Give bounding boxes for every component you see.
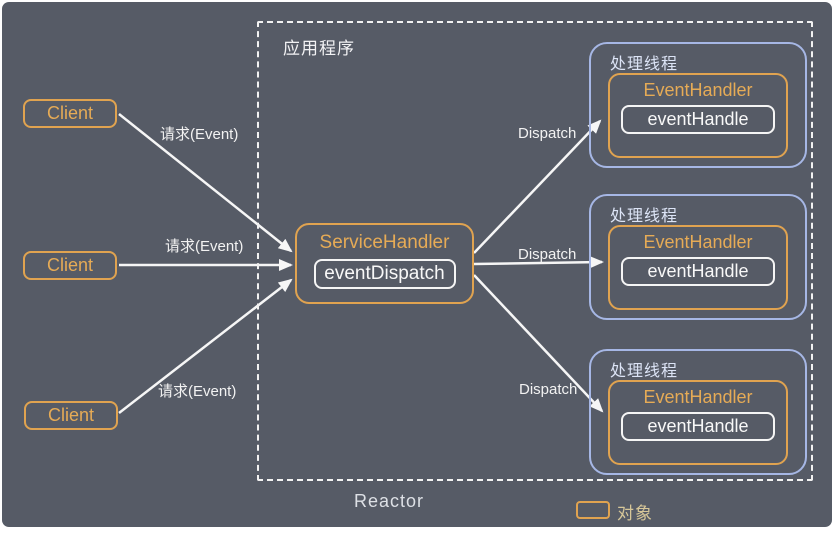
event-handle-box-1: eventHandle: [621, 105, 775, 134]
event-handle-box-2: eventHandle: [621, 257, 775, 286]
thread-label-1: 处理线程: [610, 56, 679, 73]
reactor-label: Reactor: [354, 491, 425, 511]
event-handle-box-3: eventHandle: [621, 412, 775, 441]
dispatch-label-1: Dispatch: [518, 125, 577, 142]
thread-label-2: 处理线程: [610, 208, 679, 225]
event-dispatch-box: eventDispatch: [313, 259, 456, 289]
client-box-2: Client: [23, 251, 117, 280]
event-handler-title-1: EventHandler: [643, 80, 753, 100]
service-handler-title: ServiceHandler: [319, 232, 450, 253]
event-handler-box-3: EventHandler eventHandle: [608, 380, 788, 465]
object-legend-swatch: [576, 501, 610, 519]
thread-group-3: 处理线程 EventHandler eventHandle: [589, 349, 807, 475]
client-box-3: Client: [24, 401, 118, 430]
application-label: 应用程序: [283, 39, 355, 58]
request-label-2: 请求(Event): [165, 238, 244, 255]
event-handler-box-1: EventHandler eventHandle: [608, 73, 788, 158]
diagram-canvas: 应用程序 Reactor Client Client Client 请求(Eve…: [2, 2, 832, 527]
request-label-3: 请求(Event): [158, 383, 237, 400]
thread-group-1: 处理线程 EventHandler eventHandle: [589, 42, 807, 168]
thread-label-3: 处理线程: [610, 363, 679, 380]
dispatch-label-3: Dispatch: [519, 381, 578, 398]
event-handler-title-3: EventHandler: [643, 387, 753, 407]
application-boundary: [257, 21, 813, 481]
request-label-1: 请求(Event): [160, 126, 239, 143]
event-handler-title-2: EventHandler: [643, 232, 753, 252]
thread-group-2: 处理线程 EventHandler eventHandle: [589, 194, 807, 320]
event-handler-box-2: EventHandler eventHandle: [608, 225, 788, 310]
client-box-1: Client: [23, 99, 117, 128]
object-legend-label: 对象: [617, 504, 653, 523]
dispatch-label-2: Dispatch: [518, 246, 577, 263]
service-handler-box: ServiceHandler eventDispatch: [295, 223, 474, 304]
